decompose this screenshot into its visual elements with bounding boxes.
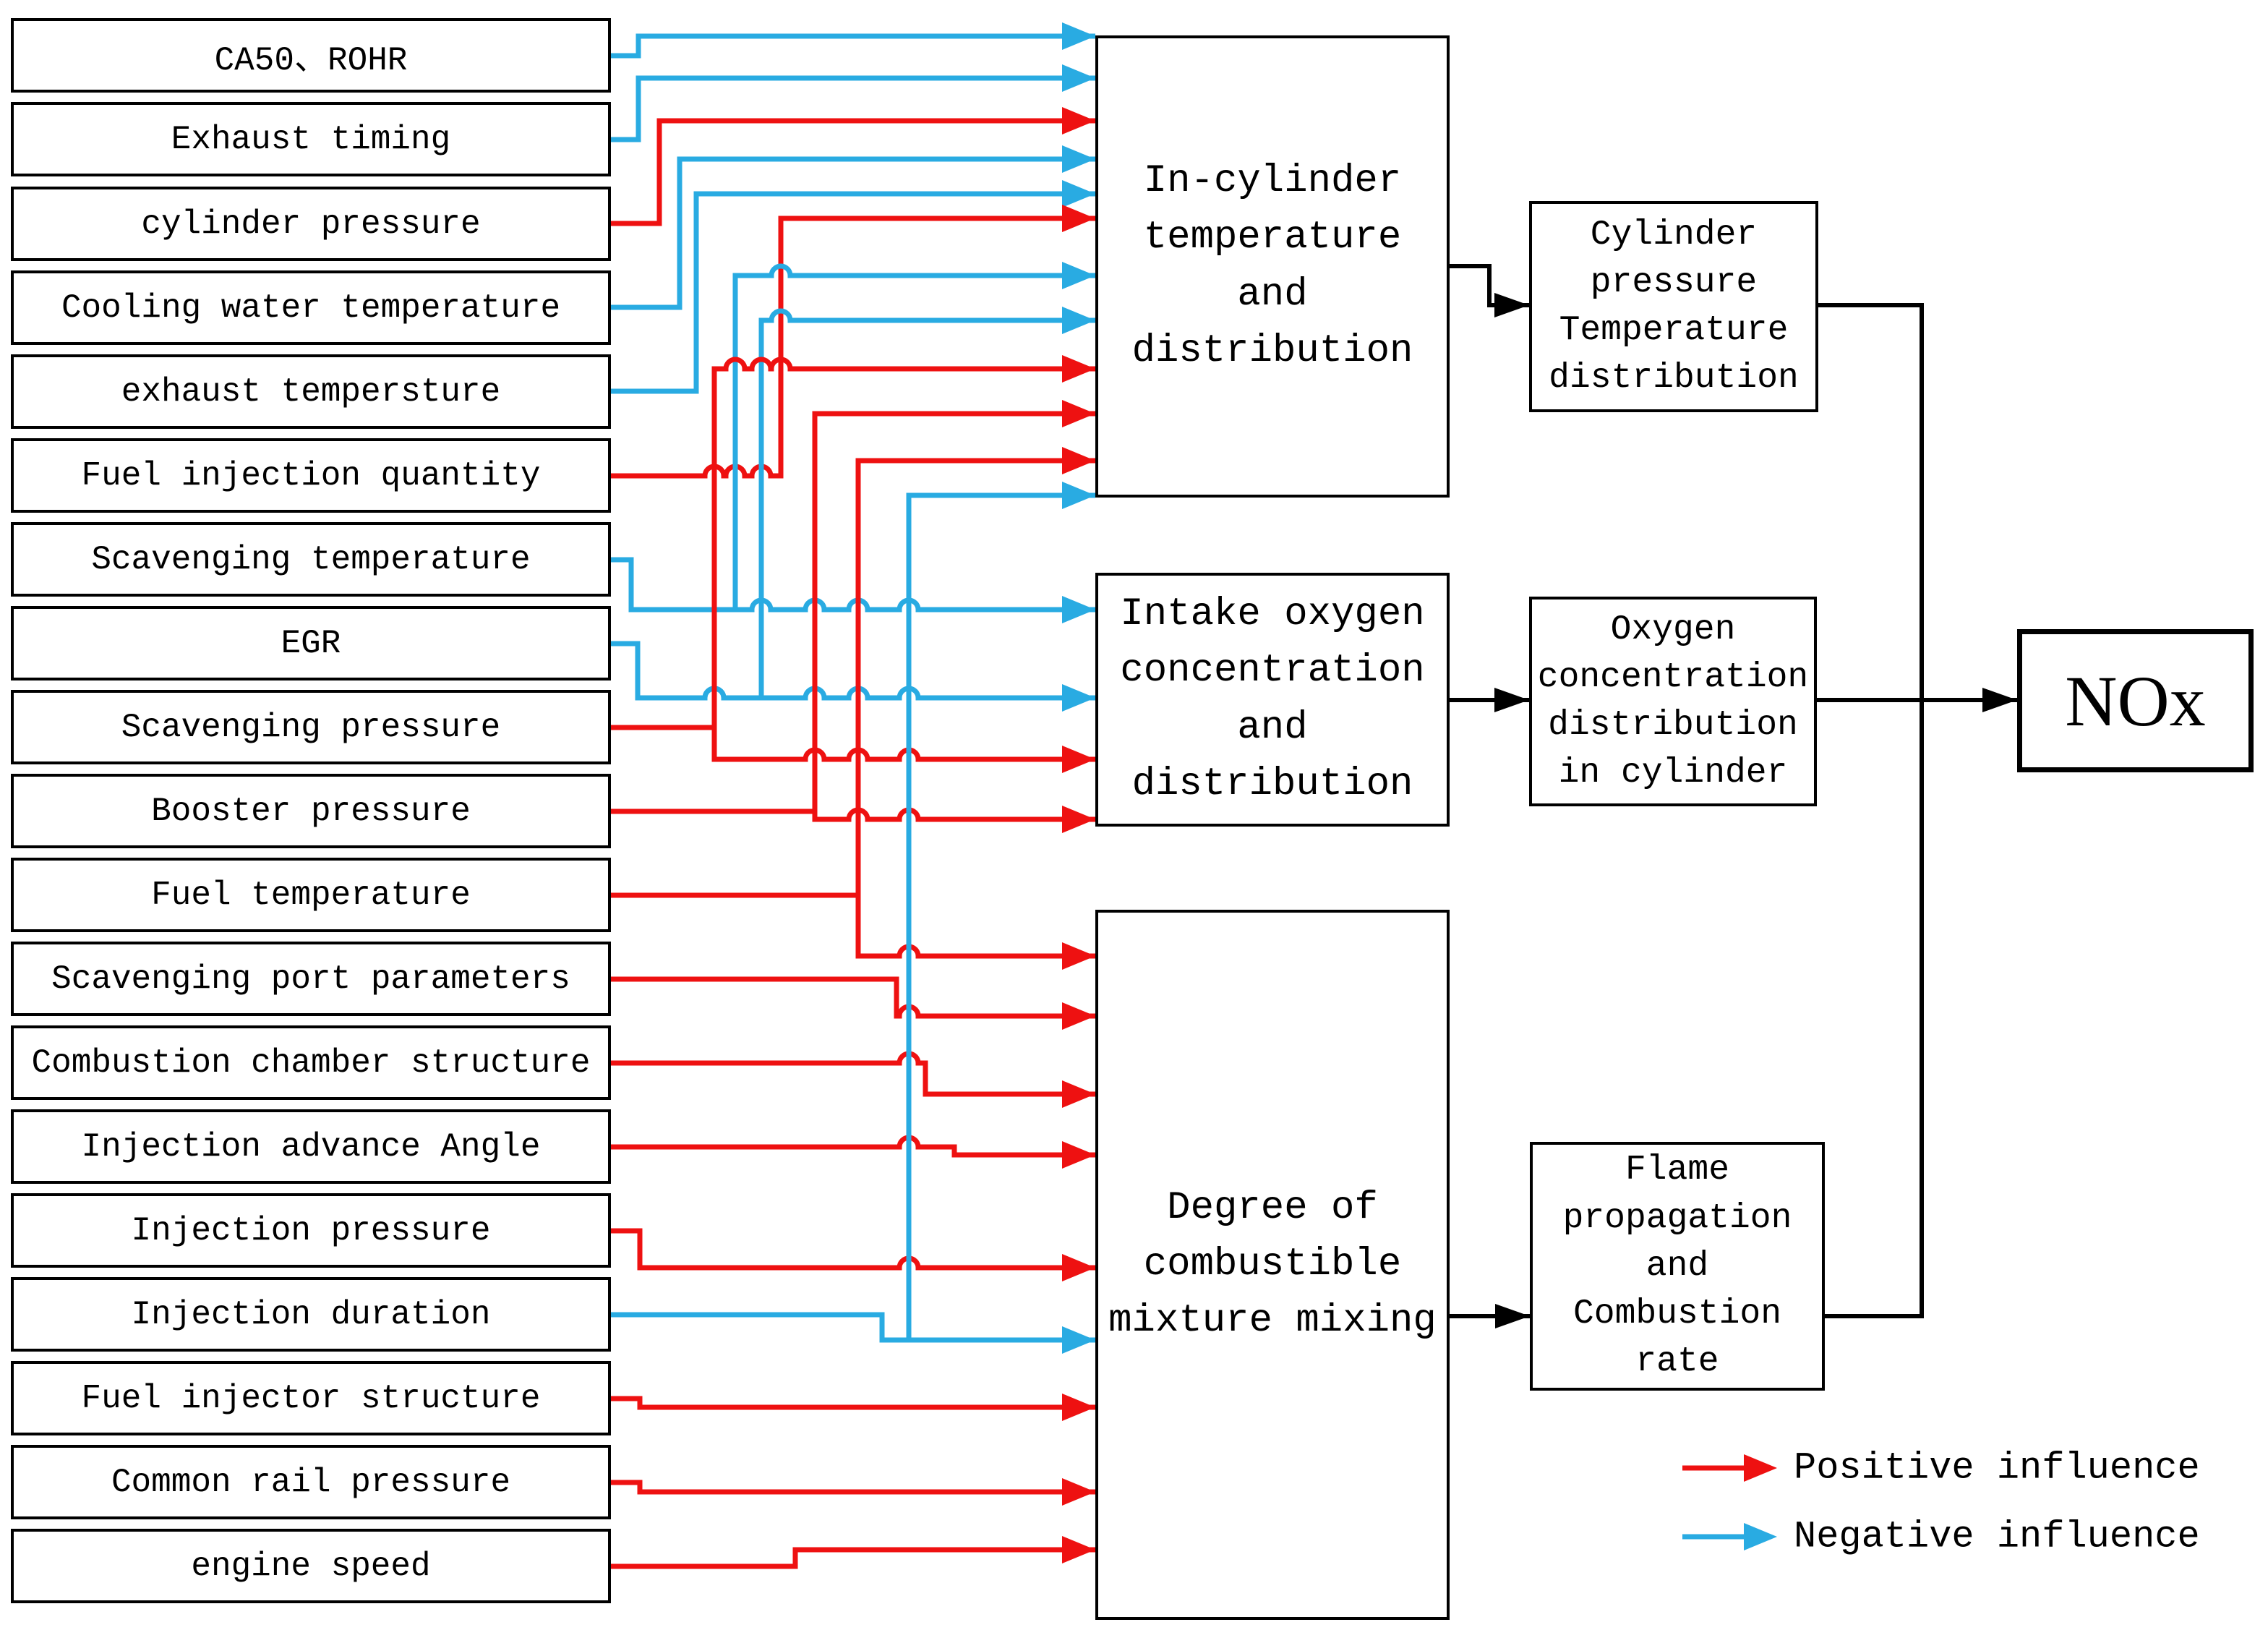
wire-egr-to-intake-oxygen — [611, 641, 1095, 701]
input-box-common-rail-pressure: Common rail pressure — [11, 1445, 611, 1519]
process-box-in-cylinder: In-cylinder temperature and distribution — [1095, 35, 1450, 498]
wire-exhaust-temperature-to-in-cylinder — [611, 191, 1095, 394]
arrowhead-negative-into-intake-oxygen — [1062, 684, 1095, 712]
arrowhead-positive-into-in-cylinder — [1062, 400, 1095, 427]
input-box-fuel-injector-structure: Fuel injector structure — [11, 1361, 611, 1435]
wire-in-cylinder-to-cylinder-pressure-temperature-distribution — [1450, 264, 1529, 307]
arrowhead-positive-into-intake-oxygen — [1062, 806, 1095, 833]
input-box-injection-pressure: Injection pressure — [11, 1193, 611, 1268]
arrowhead-negative-into-mixture-mixing — [1062, 1326, 1095, 1354]
arrowhead-neutral-into-cylinder-pressure-temperature-distribution — [1494, 293, 1529, 317]
arrowhead-positive-into-mixture-mixing — [1062, 1536, 1095, 1563]
wire-common-rail-pressure-to-mixture-mixing — [611, 1480, 1095, 1495]
wire-booster-pressure-to-intake-oxygen — [611, 807, 1095, 822]
arrowhead-positive-into-mixture-mixing — [1062, 1002, 1095, 1030]
wire-cylinder-pressure-to-in-cylinder — [611, 118, 1095, 226]
input-box-egr: EGR — [11, 606, 611, 680]
arrowhead-positive-into-intake-oxygen — [1062, 746, 1095, 773]
input-box-engine-speed: engine speed — [11, 1529, 611, 1603]
input-box-scavenging-port-parameters: Scavenging port parameters — [11, 942, 611, 1016]
wire-cylinder-pressure-temperature-distribution-to-nox — [1818, 303, 1924, 700]
wire-engine-speed-to-mixture-mixing — [611, 1547, 1095, 1569]
arrowhead-negative-into-in-cylinder — [1062, 262, 1095, 289]
legend-negative-arrowhead — [1744, 1523, 1777, 1550]
arrowhead-neutral-into-flame-propagation-combustion-rate — [1495, 1304, 1530, 1328]
arrowhead-neutral-into-oxygen-concentration-distribution — [1494, 688, 1529, 712]
result-box-cylinder-pressure-temperature-distribution: Cylinder pressure Temperature distributi… — [1529, 201, 1818, 412]
input-box-exhaust-timing: Exhaust timing — [11, 102, 611, 176]
input-box-combustion-chamber-structure: Combustion chamber structure — [11, 1025, 611, 1100]
wire-fuel-injection-quantity-to-in-cylinder — [611, 216, 1095, 479]
arrowhead-negative-into-intake-oxygen — [1062, 596, 1095, 623]
process-box-mixture-mixing: Degree of combustible mixture mixing — [1095, 910, 1450, 1620]
wire-fuel-temperature-to-in-cylinder — [611, 458, 1095, 898]
input-box-cylinder-pressure: cylinder pressure — [11, 187, 611, 261]
wire-cooling-water-temperature-to-in-cylinder — [611, 156, 1095, 310]
wire-exhaust-timing-to-in-cylinder — [611, 75, 1095, 142]
input-box-fuel-temperature: Fuel temperature — [11, 858, 611, 932]
wire-ca50-rohr-to-in-cylinder — [611, 33, 1095, 59]
arrowhead-positive-into-in-cylinder — [1062, 355, 1095, 383]
wire-combustion-chamber-structure-to-mixture-mixing — [611, 1051, 1095, 1097]
legend-positive-arrowhead — [1744, 1454, 1777, 1482]
input-box-ca50-rohr: CA50、ROHR — [11, 18, 611, 93]
wire-scavenging-temperature-to-intake-oxygen — [611, 557, 1095, 613]
arrowhead-positive-into-mixture-mixing — [1062, 1141, 1095, 1169]
process-box-intake-oxygen: Intake oxygen concentration and distribu… — [1095, 573, 1450, 827]
arrowhead-positive-into-in-cylinder — [1062, 205, 1095, 232]
arrowhead-negative-into-in-cylinder — [1062, 307, 1095, 334]
arrowhead-negative-into-in-cylinder — [1062, 482, 1095, 509]
input-box-injection-duration: Injection duration — [11, 1277, 611, 1352]
arrowhead-positive-into-mixture-mixing — [1062, 1394, 1095, 1421]
wire-scavenging-pressure-to-in-cylinder — [611, 357, 1095, 730]
arrowhead-positive-into-mixture-mixing — [1062, 1080, 1095, 1108]
legend-positive-label: Positive influence — [1794, 1446, 2200, 1490]
wire-fuel-injector-structure-to-mixture-mixing — [611, 1396, 1095, 1410]
wire-scavenging-temperature-to-in-cylinder — [611, 263, 1095, 613]
wire-injection-duration-to-mixture-mixing — [611, 1312, 1095, 1343]
final-box-nox: NOx — [2017, 629, 2254, 772]
arrowhead-positive-into-mixture-mixing — [1062, 1478, 1095, 1506]
input-box-exhaust-temperature: exhaust tempersture — [11, 354, 611, 429]
wire-scavenging-port-parameters-to-mixture-mixing — [611, 976, 1095, 1019]
arrowhead-negative-into-in-cylinder — [1062, 22, 1095, 50]
arrowhead-negative-into-in-cylinder — [1062, 64, 1095, 92]
wire-scavenging-pressure-to-intake-oxygen — [611, 725, 1095, 762]
arrowhead-negative-into-in-cylinder — [1062, 145, 1095, 173]
wire-fuel-temperature-to-mixture-mixing — [611, 892, 1095, 959]
input-box-cooling-water-temperature: Cooling water temperature — [11, 270, 611, 345]
arrowhead-positive-into-mixture-mixing — [1062, 1254, 1095, 1281]
wire-flame-propagation-combustion-rate-to-nox — [1825, 700, 1924, 1318]
input-box-injection-advance-angle: Injection advance Angle — [11, 1109, 611, 1184]
wire-injection-duration-to-in-cylinder — [611, 492, 1095, 1343]
input-box-scavenging-pressure: Scavenging pressure — [11, 690, 611, 764]
result-box-flame-propagation-combustion-rate: Flame propagation and Combustion rate — [1530, 1142, 1825, 1391]
input-box-scavenging-temperature: Scavenging temperature — [11, 522, 611, 597]
arrowhead-negative-into-in-cylinder — [1062, 180, 1095, 208]
wire-injection-advance-angle-to-mixture-mixing — [611, 1135, 1095, 1158]
arrowhead-positive-into-in-cylinder — [1062, 447, 1095, 474]
input-box-booster-pressure: Booster pressure — [11, 774, 611, 848]
wire-injection-pressure-to-mixture-mixing — [611, 1228, 1095, 1271]
arrowhead-positive-into-mixture-mixing — [1062, 942, 1095, 970]
result-box-oxygen-concentration-distribution: Oxygen concentration distribution in cyl… — [1529, 597, 1817, 806]
arrowhead-positive-into-in-cylinder — [1062, 107, 1095, 135]
arrowhead-neutral-into-nox — [1982, 688, 2017, 712]
legend-negative-label: Negative influence — [1794, 1515, 2200, 1558]
input-box-fuel-injection-quantity: Fuel injection quantity — [11, 438, 611, 513]
